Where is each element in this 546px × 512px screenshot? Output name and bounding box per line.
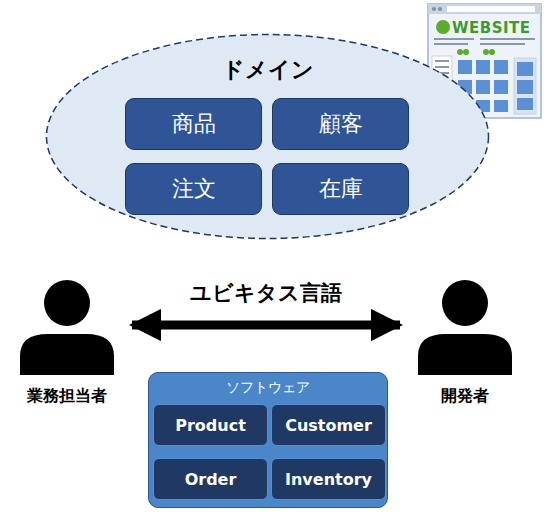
green-dot [483,49,489,55]
content-tile [476,60,490,74]
box-label: Product [154,416,267,435]
green-dot [489,49,495,55]
box-label: 在庫 [273,174,408,204]
green-dot [457,49,463,55]
software-box: ソフトウェア Product CustomerOrder Inventory [148,372,388,508]
box-label: Inventory [272,470,385,489]
person-icon: 業務担当者 [2,278,132,410]
content-tile [517,80,533,94]
software-box-item: Product [153,404,268,446]
green-dot [463,49,469,55]
box-label: 顧客 [273,109,408,139]
content-tile [458,60,472,74]
double-arrow [132,321,400,330]
text-line [480,43,525,45]
browser-bar [428,4,541,14]
content-tile [494,100,508,112]
domain-box: 商品 [125,98,262,150]
side-panel [514,58,536,114]
person-icon: 開発者 [400,278,530,410]
person-silhouette [2,278,132,378]
edge-label: ユビキタス言語 [132,279,400,307]
text-line [434,43,468,45]
software-box-item: Inventory [271,458,386,500]
software-box-item: Customer [271,404,386,446]
text-line [435,66,449,68]
box-label: 商品 [126,109,261,139]
website-label: WEBSITE [452,19,531,37]
domain-box: 顧客 [272,98,409,150]
box-label: Customer [272,416,385,435]
domain-box: 在庫 [272,163,409,215]
text-line [435,60,449,62]
address-bar [447,6,535,12]
box-label: 注文 [126,174,261,204]
domain-title: ドメイン [45,55,490,85]
person-label: 業務担当者 [2,386,132,407]
text-line [480,38,535,40]
box-label: Order [154,470,267,489]
software-title: ソフトウェア [149,379,387,397]
content-tile [517,98,533,110]
text-line [434,38,474,40]
site-logo [436,20,450,34]
domain-box: 注文 [125,163,262,215]
content-tile [494,80,508,94]
content-tile [494,60,508,74]
domain-ellipse: ドメイン商品顧客注文在庫 [45,33,490,240]
browser-dot [432,7,436,11]
person-silhouette [400,278,530,378]
person-label: 開発者 [400,386,530,407]
browser-dot [438,7,442,11]
content-tile [517,62,533,76]
software-box-item: Order [153,458,268,500]
content-tile [476,80,490,94]
